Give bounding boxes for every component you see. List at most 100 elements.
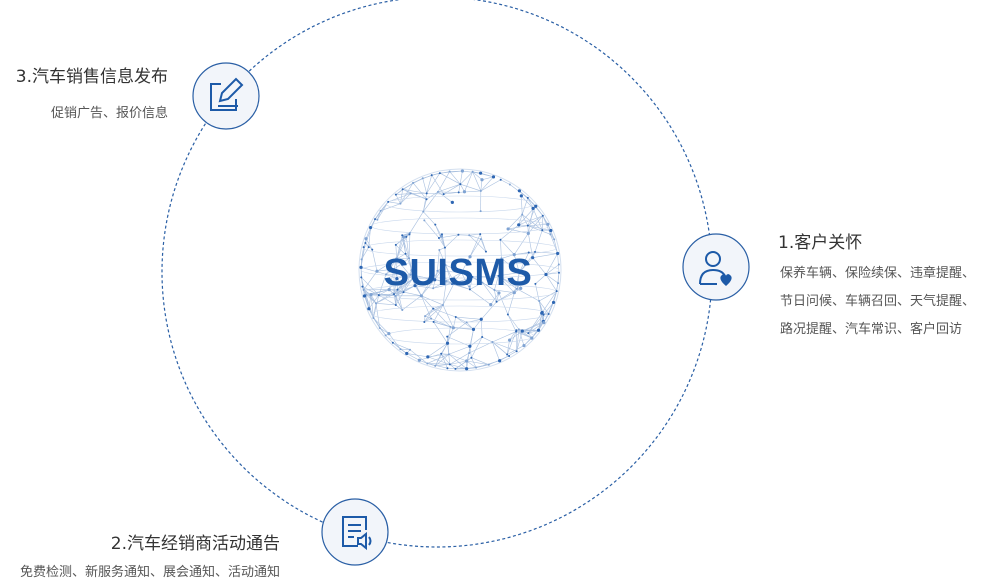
globe-node <box>517 328 520 331</box>
globe-node <box>540 310 544 315</box>
globe-node <box>408 257 411 260</box>
globe-node <box>526 196 529 199</box>
node-sales-info[interactable] <box>192 62 260 130</box>
globe-link <box>360 267 387 275</box>
globe-link <box>388 193 411 203</box>
globe-link <box>368 294 380 309</box>
globe-link <box>440 353 451 365</box>
globe-node <box>489 303 493 307</box>
globe-link <box>401 235 406 254</box>
globe-link <box>535 274 547 285</box>
globe-link <box>498 275 521 289</box>
globe-node <box>394 193 397 196</box>
globe-link <box>458 190 481 193</box>
globe-node <box>499 238 502 241</box>
globe-node <box>553 238 556 241</box>
globe-node <box>440 233 443 236</box>
globe-link <box>498 275 515 293</box>
globe-node <box>495 300 498 303</box>
globe-node <box>437 236 440 239</box>
globe-node <box>368 225 373 230</box>
globe-node <box>534 250 537 253</box>
globe-link <box>437 191 453 203</box>
globe-node <box>401 309 404 312</box>
globe-link <box>438 237 446 248</box>
globe-node <box>519 282 522 285</box>
globe-node <box>517 223 521 227</box>
globe-link <box>496 288 518 303</box>
globe-link <box>480 179 483 191</box>
globe-link <box>393 268 404 293</box>
globe-link <box>482 336 493 343</box>
globe-node <box>360 258 363 261</box>
globe-node <box>367 307 371 311</box>
globe-link <box>426 172 441 194</box>
globe-link <box>395 291 404 297</box>
globe-link <box>431 174 444 195</box>
globe-link <box>516 329 532 339</box>
globe-link <box>455 316 467 323</box>
globe-node <box>465 367 469 371</box>
globe-node <box>450 200 454 204</box>
globe-link <box>388 278 398 290</box>
globe-link <box>479 234 487 252</box>
globe-link <box>427 363 436 367</box>
globe-link <box>376 258 397 272</box>
globe-link <box>492 341 500 361</box>
globe-node <box>393 268 396 271</box>
globe-node <box>432 307 435 310</box>
globe-node <box>527 251 530 254</box>
globe-link <box>403 291 422 297</box>
globe-link <box>528 322 545 334</box>
globe-node <box>459 183 462 186</box>
node-customer-care[interactable] <box>682 233 750 301</box>
globe-link <box>434 264 446 280</box>
globe-link <box>444 234 459 248</box>
globe-link <box>528 251 536 253</box>
center-label: SUISMS <box>384 252 533 294</box>
globe-link <box>370 294 374 319</box>
globe-node <box>465 359 469 363</box>
globe-node <box>404 252 407 255</box>
globe-link <box>440 353 448 369</box>
globe-node <box>471 170 474 173</box>
globe-link <box>481 301 497 320</box>
globe-link <box>433 321 448 344</box>
globe-node <box>401 235 406 239</box>
globe-link <box>506 331 517 355</box>
globe-node <box>446 367 449 370</box>
globe-link <box>445 264 462 273</box>
globe-node <box>361 285 364 288</box>
globe-node <box>436 190 439 193</box>
globe-link <box>480 179 501 192</box>
node-dealer-notice[interactable] <box>321 498 389 566</box>
globe-node <box>359 265 363 269</box>
node-3-desc-line-1: 促销广告、报价信息 <box>50 106 168 121</box>
globe-link <box>464 171 473 192</box>
globe-link <box>427 353 450 364</box>
globe-node <box>460 271 463 274</box>
globe-link <box>412 182 427 200</box>
globe-link <box>449 170 463 172</box>
node-2-title: 2.汽车经销商活动通告 <box>110 534 280 554</box>
globe-node <box>401 234 404 237</box>
globe-node <box>457 191 460 194</box>
globe-node <box>421 177 424 180</box>
globe-link <box>408 232 411 259</box>
globe-latitude <box>371 217 549 235</box>
globe-link <box>375 303 396 306</box>
globe-link <box>392 342 411 350</box>
globe-link <box>396 257 410 260</box>
globe-node <box>394 303 397 306</box>
globe-node <box>372 316 375 319</box>
globe-node <box>376 218 379 221</box>
globe-link <box>449 171 461 185</box>
globe-link <box>388 269 395 290</box>
globe-node <box>409 192 412 195</box>
globe-node <box>423 219 426 222</box>
globe-node <box>425 198 428 201</box>
globe-node <box>454 316 457 319</box>
globe-link <box>385 268 395 275</box>
globe-link <box>419 353 442 361</box>
globe-node <box>441 303 444 306</box>
